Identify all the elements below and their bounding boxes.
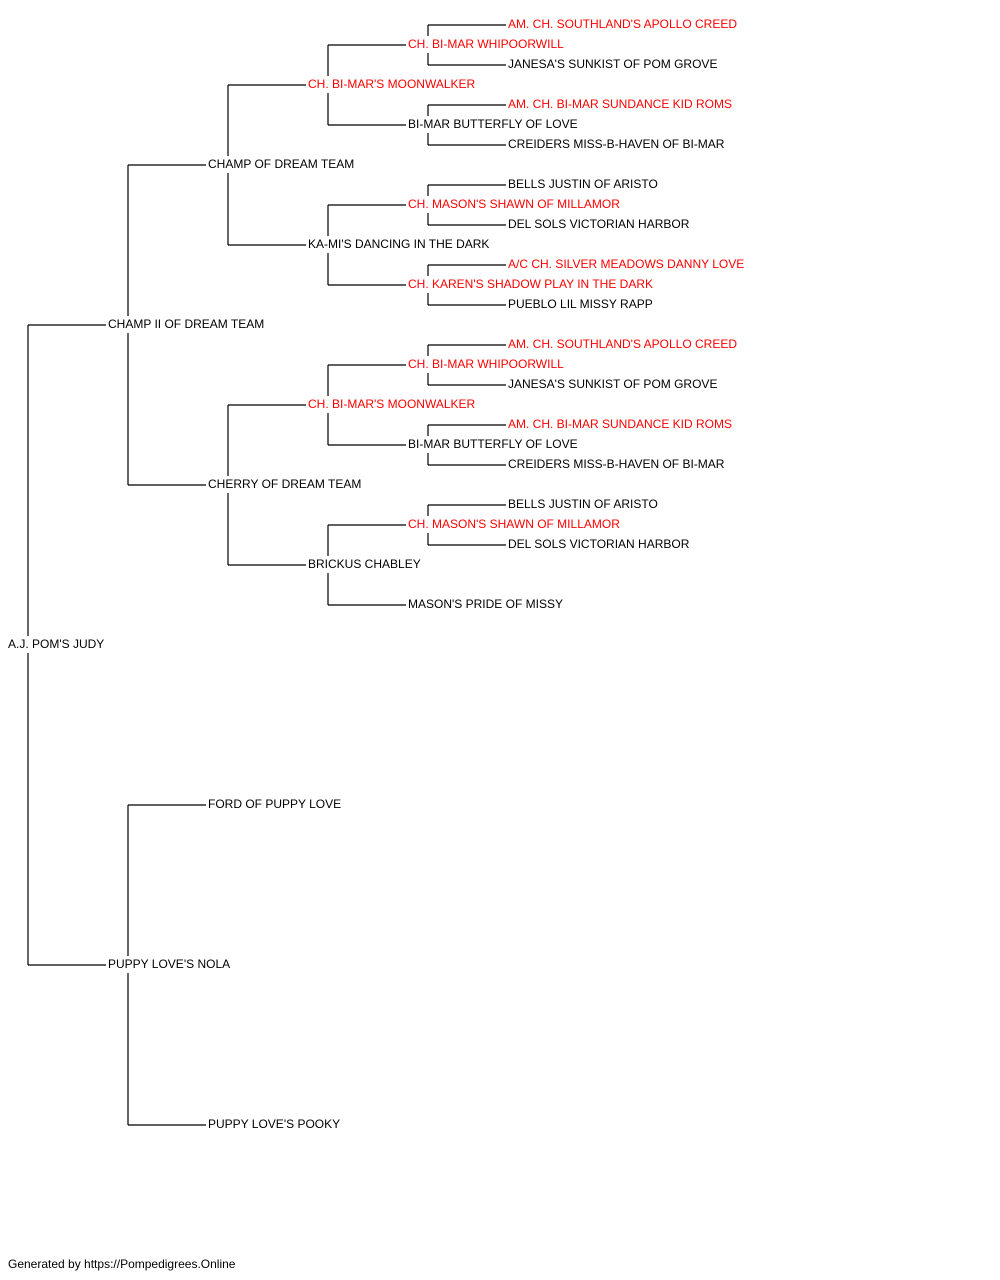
dam-name: MASON'S PRIDE OF MISSY — [408, 597, 563, 611]
dam-name: BRICKUS CHABLEY — [308, 557, 421, 571]
sire-name: BELLS JUSTIN OF ARISTO — [508, 177, 658, 191]
dam-name: KA-MI'S DANCING IN THE DARK — [308, 237, 490, 251]
dam-name: PUPPY LOVE'S POOKY — [208, 1117, 341, 1131]
sire-name: CH. MASON'S SHAWN OF MILLAMOR — [408, 517, 620, 531]
dam-name: DEL SOLS VICTORIAN HARBOR — [508, 537, 690, 551]
dam-name: CREIDERS MISS-B-HAVEN OF BI-MAR — [508, 457, 725, 471]
sire-name: CH. BI-MAR'S MOONWALKER — [308, 77, 476, 91]
footer-credit: Generated by https://Pompedigrees.Online — [8, 1257, 236, 1271]
sire-name: A/C CH. SILVER MEADOWS DANNY LOVE — [508, 257, 745, 271]
dam-name: BI-MAR BUTTERFLY OF LOVE — [408, 437, 578, 451]
sire-name: BELLS JUSTIN OF ARISTO — [508, 497, 658, 511]
dam-name: PUPPY LOVE'S NOLA — [108, 957, 231, 971]
dam-name: JANESA'S SUNKIST OF POM GROVE — [508, 57, 718, 71]
sire-name: AM. CH. SOUTHLAND'S APOLLO CREED — [508, 337, 738, 351]
sire-name: CHAMP II OF DREAM TEAM — [108, 317, 265, 331]
sire-name: CH. MASON'S SHAWN OF MILLAMOR — [408, 197, 620, 211]
dam-name: DEL SOLS VICTORIAN HARBOR — [508, 217, 690, 231]
sire-name: AM. CH. SOUTHLAND'S APOLLO CREED — [508, 17, 738, 31]
sire-name: CH. BI-MAR WHIPOORWILL — [408, 357, 564, 371]
dam-name: CH. KAREN'S SHADOW PLAY IN THE DARK — [408, 277, 654, 291]
dam-name: BI-MAR BUTTERFLY OF LOVE — [408, 117, 578, 131]
subject-dog-name: A.J. POM'S JUDY — [8, 637, 105, 651]
sire-name: CH. BI-MAR WHIPOORWILL — [408, 37, 564, 51]
sire-name: CH. BI-MAR'S MOONWALKER — [308, 397, 476, 411]
dam-name: PUEBLO LIL MISSY RAPP — [508, 297, 653, 311]
dam-name: CHERRY OF DREAM TEAM — [208, 477, 362, 491]
dam-name: CREIDERS MISS-B-HAVEN OF BI-MAR — [508, 137, 725, 151]
dam-name: JANESA'S SUNKIST OF POM GROVE — [508, 377, 718, 391]
sire-name: FORD OF PUPPY LOVE — [208, 797, 342, 811]
sire-name: AM. CH. BI-MAR SUNDANCE KID ROMS — [508, 417, 733, 431]
sire-name: AM. CH. BI-MAR SUNDANCE KID ROMS — [508, 97, 733, 111]
sire-name: CHAMP OF DREAM TEAM — [208, 157, 355, 171]
